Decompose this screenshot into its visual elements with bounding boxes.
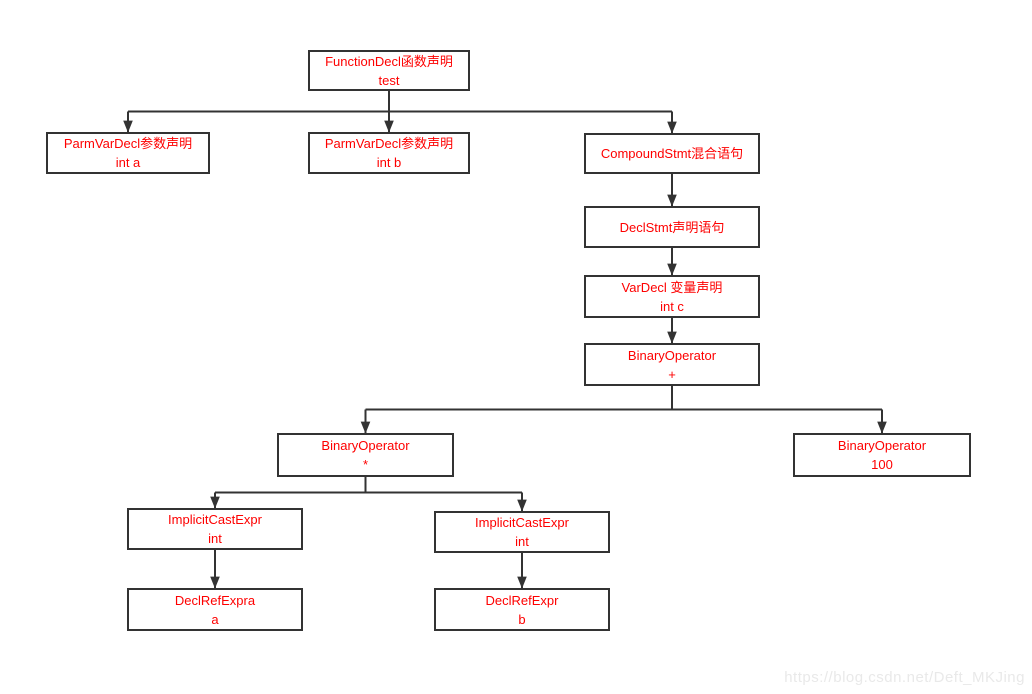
node-label: DeclRefExpra xyxy=(174,592,256,608)
node-label: int a xyxy=(115,155,141,170)
node-label: ImplicitCastExpr xyxy=(168,512,262,527)
node-label: + xyxy=(668,366,676,382)
node-label: BinaryOperator xyxy=(837,438,927,453)
node-label: ParmVarDecl参数声明 xyxy=(63,136,193,151)
node-compoundstmt: CompoundStmt混合语句 xyxy=(584,133,760,174)
node-label: BinaryOperator xyxy=(321,438,410,453)
watermark: https://blog.csdn.net/Deft_MKJing xyxy=(784,669,1025,686)
node-declref-b: DeclRefExpr b xyxy=(434,588,610,631)
node-label: ParmVarDecl参数声明 xyxy=(324,136,454,151)
node-parmvardecl-a: ParmVarDecl参数声明 int a xyxy=(46,132,210,174)
node-declstmt: DeclStmt声明语句 xyxy=(584,206,760,248)
node-label: DeclRefExpr xyxy=(485,592,559,608)
node-label: b xyxy=(518,611,526,627)
node-binop-plus: BinaryOperator + xyxy=(584,343,760,386)
node-label: * xyxy=(362,457,369,472)
node-parmvardecl-b: ParmVarDecl参数声明 int b xyxy=(308,132,470,174)
node-label: test xyxy=(378,72,400,88)
node-implicitcast-a: ImplicitCastExpr int xyxy=(127,508,303,550)
node-label: CompoundStmt混合语句 xyxy=(600,146,744,161)
node-functiondecl: FunctionDecl函数声明 test xyxy=(308,50,470,91)
node-vardecl: VarDecl 变量声明 int c xyxy=(584,275,760,318)
node-label: 100 xyxy=(871,457,893,472)
node-binop-100: BinaryOperator 100 xyxy=(793,433,971,477)
node-label: int xyxy=(515,534,529,549)
node-label: BinaryOperator xyxy=(627,347,717,363)
node-label: FunctionDecl函数声明 xyxy=(325,53,453,69)
node-label: VarDecl 变量声明 xyxy=(621,279,723,295)
node-label: int b xyxy=(376,155,402,170)
node-declref-a: DeclRefExpra a xyxy=(127,588,303,631)
node-label: int xyxy=(208,531,222,546)
node-label: DeclStmt声明语句 xyxy=(619,219,725,235)
node-label: int c xyxy=(660,298,684,314)
node-label: ImplicitCastExpr xyxy=(475,515,569,530)
node-binop-mul: BinaryOperator * xyxy=(277,433,454,477)
node-label: a xyxy=(211,611,219,627)
node-implicitcast-b: ImplicitCastExpr int xyxy=(434,511,610,553)
